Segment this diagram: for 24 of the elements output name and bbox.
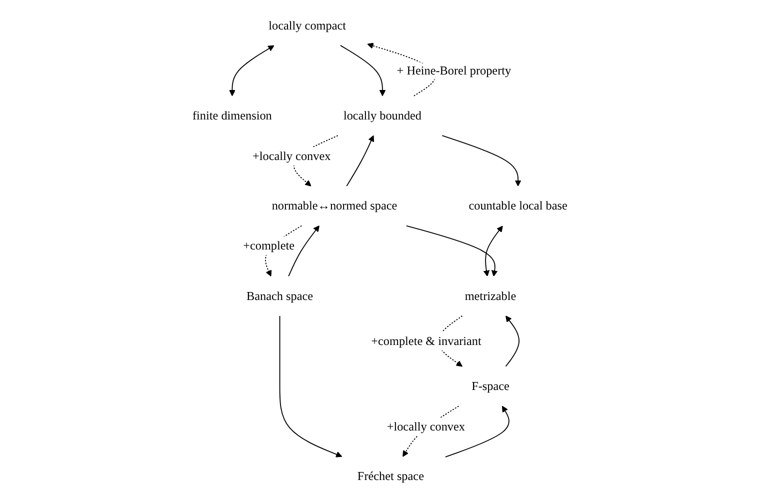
arrow: [442, 135, 522, 186]
node-text: normable↔normed space: [272, 198, 398, 213]
node-text: finite dimension: [192, 108, 272, 122]
node-text: countable local base: [468, 198, 568, 213]
edge-label: + Heine-Borel property: [396, 64, 512, 78]
node-text: F-space: [472, 379, 510, 393]
arrow: [346, 135, 374, 187]
edge-label: +complete & invariant: [371, 334, 482, 348]
node-text: locally compact: [268, 18, 346, 32]
arrow: [505, 316, 520, 367]
edge-label: +locally convex: [386, 420, 466, 434]
arrow: [279, 315, 342, 458]
node-text: Banach space: [246, 289, 314, 303]
node-text: locally bounded: [344, 108, 422, 122]
arrow: [340, 44, 386, 96]
node-text: Fréchet space: [357, 469, 424, 484]
arrow: [483, 226, 503, 276]
arrow: [445, 406, 510, 458]
node-text: metrizable: [464, 289, 516, 303]
edge-label: +complete: [243, 238, 295, 252]
arrow: [406, 225, 498, 276]
arrow: [229, 45, 274, 96]
edge-label: +locally convex: [252, 149, 331, 163]
arrow: [288, 226, 320, 277]
